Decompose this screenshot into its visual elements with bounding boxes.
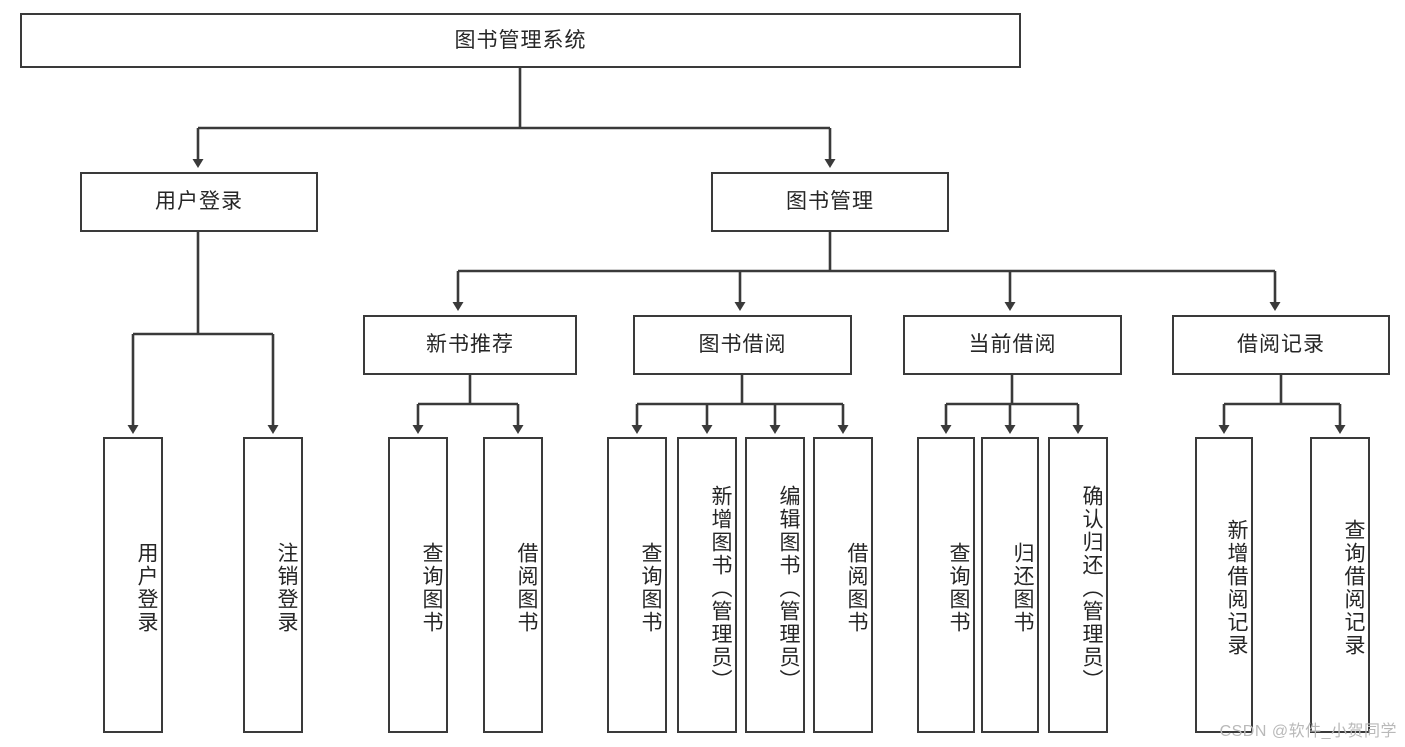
node-current-borrowing[interactable]: 当前借阅 (903, 315, 1122, 375)
leaf-new-book-query-books[interactable]: 查询图书 (388, 437, 448, 733)
node-label: 借阅记录 (1237, 333, 1325, 357)
node-label: 编辑图书（管理员） (777, 484, 800, 692)
leaf-borrow-edit-book-admin[interactable]: 编辑图书（管理员） (745, 437, 805, 733)
leaf-borrow-borrow-books[interactable]: 借阅图书 (813, 437, 873, 733)
node-label: 确认归还（管理员） (1080, 484, 1103, 692)
node-label: 新书推荐 (426, 333, 514, 357)
node-book-management[interactable]: 图书管理 (711, 172, 949, 232)
leaf-user-login-logout[interactable]: 注销登录 (243, 437, 303, 733)
node-label: 查询图书 (947, 542, 970, 634)
watermark-csdn: CSDN @软件_小贺同学 (1219, 723, 1397, 740)
node-borrowing-records[interactable]: 借阅记录 (1172, 315, 1390, 375)
leaf-record-query-borrow-record[interactable]: 查询借阅记录 (1310, 437, 1370, 733)
node-label: 注销登录 (275, 542, 298, 634)
node-label: 用户登录 (155, 190, 243, 214)
node-label: 借阅图书 (845, 542, 868, 634)
leaf-current-return-books[interactable]: 归还图书 (981, 437, 1039, 733)
node-label: 用户登录 (135, 542, 158, 634)
node-label: 新增图书（管理员） (709, 484, 732, 692)
node-label: 借阅图书 (515, 542, 538, 634)
node-user-login[interactable]: 用户登录 (80, 172, 318, 232)
leaf-record-add-borrow-record[interactable]: 新增借阅记录 (1195, 437, 1253, 733)
node-root-book-management-system[interactable]: 图书管理系统 (20, 13, 1021, 68)
node-label: 图书管理系统 (454, 28, 587, 52)
node-label: 查询借阅记录 (1342, 519, 1365, 657)
node-new-book-recommendation[interactable]: 新书推荐 (363, 315, 577, 375)
leaf-current-query-books[interactable]: 查询图书 (917, 437, 975, 733)
node-book-borrowing[interactable]: 图书借阅 (633, 315, 852, 375)
node-label: 查询图书 (420, 542, 443, 634)
leaf-borrow-query-books[interactable]: 查询图书 (607, 437, 667, 733)
node-label: 归还图书 (1011, 542, 1034, 634)
node-label: 新增借阅记录 (1225, 519, 1248, 657)
leaf-current-confirm-return-admin[interactable]: 确认归还（管理员） (1048, 437, 1108, 733)
leaf-borrow-add-book-admin[interactable]: 新增图书（管理员） (677, 437, 737, 733)
node-label: 图书管理 (786, 190, 874, 214)
node-label: 查询图书 (639, 542, 662, 634)
node-label: 图书借阅 (698, 333, 787, 357)
node-label: 当前借阅 (968, 333, 1057, 357)
leaf-new-book-borrow-books[interactable]: 借阅图书 (483, 437, 543, 733)
leaf-user-login-login[interactable]: 用户登录 (103, 437, 163, 733)
